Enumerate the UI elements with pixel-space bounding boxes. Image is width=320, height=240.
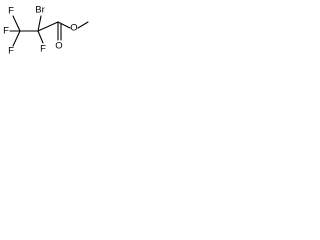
bond-calpha-ccarbonyl [37, 21, 59, 32]
atom-fluorine-left: F [3, 26, 9, 37]
bond-calpha-f [37, 30, 44, 44]
atom-bromine: Br [35, 5, 45, 16]
bond-ccarbonyl-oester [57, 21, 71, 29]
atom-fluorine-top-left: F [8, 6, 14, 17]
molecule-structure: Br F F F F O O [3, 5, 89, 57]
bond-cf3-f-bottom-left [12, 30, 21, 47]
atom-fluorine-center: F [40, 44, 46, 55]
bond-oester-methyl [77, 21, 89, 29]
atom-ester-oxygen: O [70, 23, 77, 34]
atom-fluorine-bottom-left: F [8, 46, 14, 57]
structure-diagram: Br F F F F O O [0, 0, 96, 68]
atom-carbonyl-oxygen: O [55, 41, 62, 52]
bond-calpha-br [37, 15, 42, 32]
bond-cf3-f-top-left [12, 15, 21, 32]
